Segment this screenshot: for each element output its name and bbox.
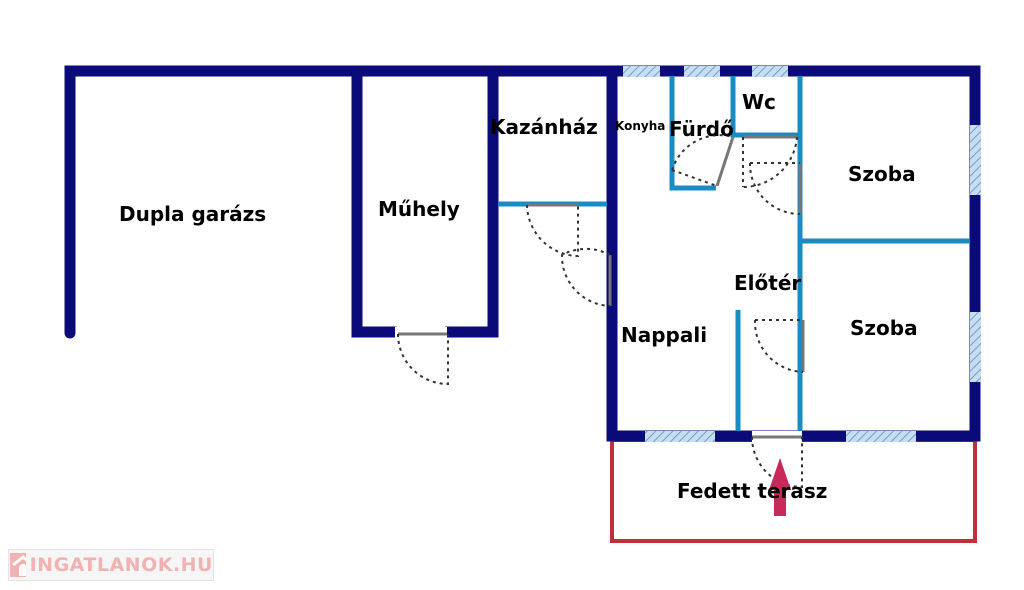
doors xyxy=(397,134,805,489)
house-icon xyxy=(10,553,26,577)
outer-walls xyxy=(64,65,981,442)
room-label-room2: Szoba xyxy=(850,316,918,340)
inner-walls xyxy=(498,76,970,431)
logo: INGATLANOK.HU xyxy=(8,549,214,581)
room-label-room1: Szoba xyxy=(848,162,916,186)
room-label-bathroom: Fürdő xyxy=(669,117,734,141)
room-label-kitchen: Konyha xyxy=(615,119,665,133)
room-label-terrace: Fedett terasz xyxy=(677,479,827,503)
room-label-workshop: Műhely xyxy=(378,197,460,221)
entrance-arrow-icon xyxy=(769,458,791,516)
room-label-wc: Wc xyxy=(742,90,776,114)
room-label-garage: Dupla garázs xyxy=(119,202,266,226)
room-label-living: Nappali xyxy=(621,323,707,347)
room-label-boiler: Kazánház xyxy=(490,115,598,139)
logo-text: INGATLANOK.HU xyxy=(29,554,213,576)
room-label-hall: Előtér xyxy=(734,271,801,295)
